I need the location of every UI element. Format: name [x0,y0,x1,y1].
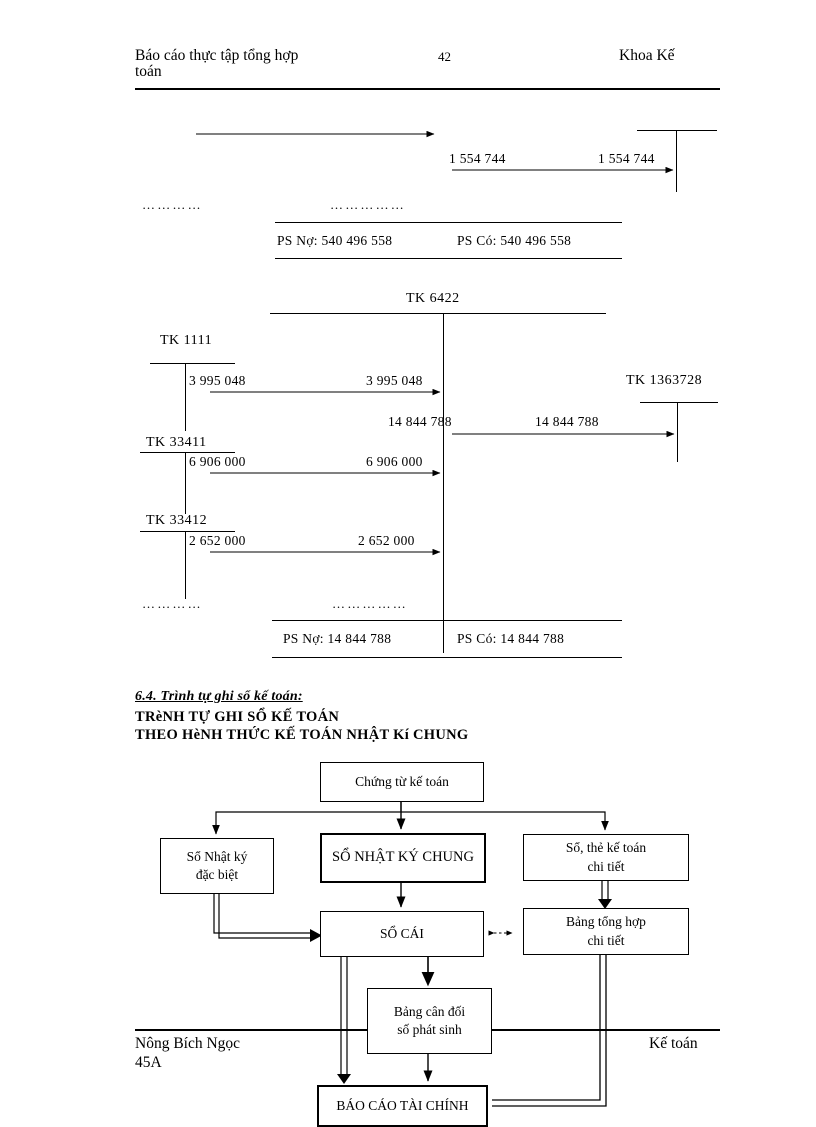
taccount-1363728-stem [677,402,678,462]
row-33411-amount-left: 6 906 000 [189,454,246,469]
flow-node-bang-can-doi-line2: số phát sinh [397,1022,462,1037]
flow-node-the-ke-toan-line2: chi tiết [587,858,625,874]
main-ps-no: PS Nợ: 14 844 788 [283,631,392,646]
arrowhead-socai-to-baocao [337,1074,351,1084]
connector-bangtonghop-to-baocao-a [492,953,601,1101]
flow-node-so-cai: SỔ CÁI [320,911,484,957]
footer-right-label: Kế toán [649,1035,698,1052]
row-1111-amount-right: 3 995 048 [366,373,423,388]
taccount-1363728-bar [640,402,718,403]
connector-dacbiet-to-socai-b [218,892,314,939]
flow-node-nhat-ky-chung-label: SỔ NHẬT KÝ CHUNG [332,849,474,866]
taccount-6422-top-bar [270,313,606,314]
flow-node-bao-cao-tai-chinh: BÁO CÁO TÀI CHÍNH [317,1085,488,1127]
main-dots-right: …………… [332,596,408,611]
page-number: 42 [438,49,451,64]
flow-node-so-nhat-ky-chung: SỔ NHẬT KÝ CHUNG [320,833,486,883]
flow-node-the-ke-toan-line1: Sổ, thẻ kế toán [565,840,647,856]
top-ps-no: PS Nợ: 540 496 558 [277,233,393,248]
taccount-1111-bar [150,363,235,364]
main-ps-rule-upper [272,620,622,621]
flow-node-nhat-ky-dac-biet-line1: Sổ Nhật ký [186,848,248,864]
header-title-line2: toán [135,63,162,81]
taccount-1111-stem [185,363,186,431]
flow-node-bang-can-doi-so-phat-sinh: Bảng cân đối số phát sinh [367,988,492,1054]
top-ps-rule-upper [275,222,622,223]
credit-amount-left: 14 844 788 [388,414,452,429]
top-amount-right: 1 554 744 [598,151,655,166]
footer-author-name: Nông Bích Ngọc [135,1035,241,1052]
flow-node-bang-tong-hop-chi-tiet: Bảng tổng hợp chi tiết [523,908,689,955]
top-dots-left: ………… [142,197,203,212]
row-33412-amount-right: 2 652 000 [358,533,415,548]
top-amount-left: 1 554 744 [449,151,506,166]
section-subtitle-line2: THEO HèNH THỨC KẾ TOÁN NHẬT Kí CHUNG [135,727,469,743]
taccount-label-1363728: TK 1363728 [626,373,703,388]
taccount-33412-bar [140,531,235,532]
row-33411-amount-right: 6 906 000 [366,454,423,469]
top-right-taccount-stem [676,130,677,192]
header-right-label: Khoa Kế [619,47,675,64]
section-subtitle-line1: TRèNH TỰ GHI SỔ KẾ TOÁN [135,709,340,725]
top-ps-rule-lower [275,258,622,259]
flow-node-nhat-ky-dac-biet-line2: đặc biệt [195,867,239,882]
flow-node-bang-can-doi-line1: Bảng cân đối [393,1003,466,1019]
taccount-label-33412: TK 33412 [146,513,208,528]
taccount-label-1111: TK 1111 [160,333,213,348]
flow-node-bang-tong-hop-line1: Bảng tổng hợp [566,914,646,930]
header-divider [135,88,720,90]
footer-author-class: 45A [135,1054,162,1072]
main-dots-left: ………… [142,596,203,611]
flow-node-so-nhat-ky-dac-biet: Sổ Nhật ký đặc biệt [160,838,274,894]
footer-author: Nông Bích Ngọc 45A [135,1034,240,1073]
flow-node-bao-cao-label: BÁO CÁO TÀI CHÍNH [336,1097,469,1113]
main-ps-co: PS Có: 14 844 788 [457,631,565,646]
flow-node-chung-tu-label: Chứng từ kế toán [355,773,449,789]
connector-dacbiet-to-socai-a [213,892,314,934]
top-ps-co: PS Có: 540 496 558 [457,233,572,248]
row-33412-amount-left: 2 652 000 [189,533,246,548]
top-dots-right: …………… [330,197,406,212]
row-1111-amount-left: 3 995 048 [189,373,246,388]
header-title: Báo cáo thực tập tổng hợp toán [135,47,365,81]
credit-amount-right: 14 844 788 [535,414,599,429]
taccount-label-33411: TK 33411 [146,435,207,450]
top-right-taccount-bar [637,130,717,131]
taccount-33412-stem [185,531,186,599]
taccount-33411-bar [140,452,235,453]
taccount-6422-stem [443,313,444,653]
taccount-33411-stem [185,452,186,514]
flow-node-chung-tu-ke-toan: Chứng từ kế toán [320,762,484,802]
taccount-title-6422: TK 6422 [406,291,460,306]
main-ps-rule-lower [272,657,622,658]
header-title-line1: Báo cáo thực tập tổng hợp [135,47,299,64]
flow-node-so-cai-label: SỔ CÁI [380,925,424,941]
connector-chungtu-to-dacbiet [212,800,402,835]
flow-node-bang-tong-hop-line2: chi tiết [587,932,625,948]
section-heading: 6.4. Trình tự ghi sổ kế toán: [135,689,303,704]
connector-chungtu-to-theketoan [401,811,609,831]
flow-node-so-the-ke-toan-chi-tiet: Sổ, thẻ kế toán chi tiết [523,834,689,881]
